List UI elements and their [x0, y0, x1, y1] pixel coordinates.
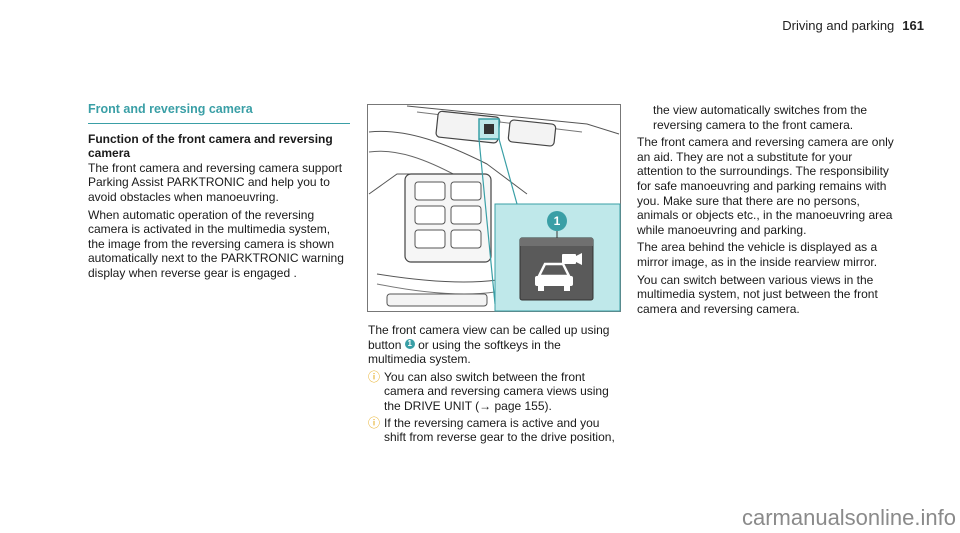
console-illustration: 1 — [367, 104, 621, 312]
page-header: Driving and parking 161 — [782, 18, 924, 33]
note-reverse-gear-text: If the reversing camera is active and yo… — [384, 415, 615, 445]
front-camera-text-a: The front camera view can be called up u… — [368, 323, 610, 352]
note-drive-unit-text: You can also switch between the front ca… — [384, 369, 609, 413]
views-paragraph: You can switch between various views in … — [637, 272, 878, 316]
front-camera-text-b: or using the softkeys in the multimedia … — [368, 337, 561, 367]
chapter-title: Driving and parking — [782, 18, 895, 33]
watermark: carmanualsonline.info — [741, 505, 956, 530]
info-icon: ⓘ — [368, 415, 381, 430]
mirror-image-paragraph: The area behind the vehicle is displayed… — [637, 240, 878, 269]
info-icon: ⓘ — [368, 369, 381, 384]
page-number: 161 — [902, 18, 924, 33]
auto-operation-paragraph: When automatic operation of the reversin… — [88, 207, 344, 280]
intro-paragraph: The front camera and reversing camera su… — [88, 160, 343, 204]
figure-callout-number: 1 — [554, 214, 561, 228]
note-reverse-gear: ⓘ If the reversing camera is active and … — [368, 416, 621, 445]
button-callout-badge: 1 — [404, 339, 415, 350]
note-continuation: the view automatically switches from the… — [653, 103, 868, 132]
right-column: the view automatically switches from the… — [637, 103, 899, 319]
subsection-title: Function of the front camera and reversi… — [88, 131, 333, 161]
front-camera-paragraph: The front camera view can be called up u… — [368, 323, 621, 367]
aid-paragraph: The front camera and reversing camera ar… — [637, 135, 894, 237]
left-column: Front and reversing camera Function of t… — [88, 102, 350, 284]
center-console-figure: 1 — [367, 104, 621, 312]
note-drive-unit: ⓘ You can also switch between the front … — [368, 370, 621, 414]
middle-column: The front camera view can be called up u… — [368, 323, 621, 445]
camera-car-icon — [535, 253, 582, 291]
section-title: Front and reversing camera — [88, 102, 350, 124]
